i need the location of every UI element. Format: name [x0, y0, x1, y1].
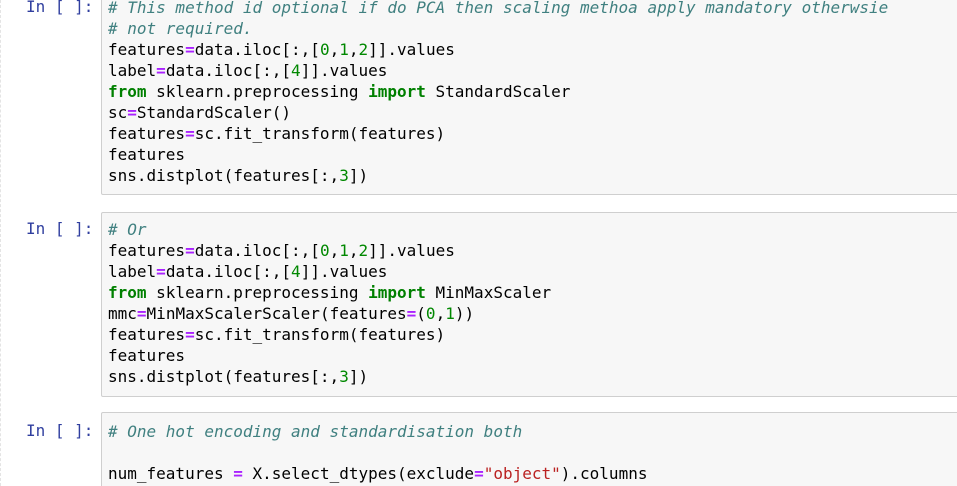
- code-line: features: [108, 345, 957, 366]
- code-line: label=data.iloc[:,[4]].values: [108, 60, 957, 81]
- code-token-var: ]): [348, 166, 369, 185]
- code-token-var: data.iloc[:,[: [165, 61, 292, 80]
- code-token-var: sc.fit_transform(features): [194, 124, 446, 143]
- code-line: # not required.: [108, 18, 957, 39]
- code-token-comment: # This method id optional if do PCA then…: [108, 0, 889, 17]
- code-line: [108, 442, 957, 463]
- code-token-var: ,: [348, 241, 359, 260]
- code-token-var: features: [108, 124, 186, 143]
- code-token-var: num_features: [108, 464, 234, 483]
- code-token-num: 2: [358, 241, 369, 260]
- code-token-num: 3: [339, 367, 349, 386]
- code-token-var: ,: [329, 241, 340, 260]
- code-token-var: ]].values: [368, 241, 455, 260]
- code-token-var: data.iloc[:,[: [165, 262, 292, 281]
- code-token-var: sns.distplot(features[:,: [108, 166, 340, 185]
- code-token-var: (: [416, 304, 426, 323]
- code-token-var: label: [108, 262, 157, 281]
- code-token-var: ]): [348, 367, 369, 386]
- code-token-var: features: [108, 40, 186, 59]
- code-token-var: ).columns: [560, 464, 648, 483]
- code-token-op: =: [127, 103, 137, 122]
- code-line: label=data.iloc[:,[4]].values: [108, 261, 957, 282]
- code-token-var: data.iloc[:,[: [194, 40, 320, 59]
- code-editor[interactable]: # This method id optional if do PCA then…: [101, 0, 957, 195]
- code-token-comment: # not required.: [108, 19, 253, 38]
- code-token-var: label: [108, 61, 157, 80]
- code-line: sns.distplot(features[:,3]): [108, 366, 957, 387]
- code-token-var: MinMaxScalerScaler(features: [146, 304, 407, 323]
- code-token-var: MinMaxScaler: [425, 283, 552, 302]
- code-token-num: 1: [339, 40, 349, 59]
- code-token-num: 3: [339, 166, 349, 185]
- code-token-op: =: [156, 61, 166, 80]
- code-line: features=sc.fit_transform(features): [108, 324, 957, 345]
- code-line: features=data.iloc[:,[0,1,2]].values: [108, 240, 957, 261]
- code-token-str: "object": [483, 464, 561, 483]
- code-token-var: ]].values: [300, 61, 388, 80]
- code-token-var: X.select_dtypes(exclude: [242, 464, 475, 483]
- code-editor[interactable]: # One hot encoding and standardisation b…: [101, 412, 957, 486]
- code-line: # Or: [108, 219, 957, 240]
- code-token-var: ,: [329, 40, 340, 59]
- code-token-var: ,: [435, 304, 446, 323]
- code-token-kw: from: [108, 82, 147, 101]
- cell-prompt: In [ ]:: [26, 0, 94, 16]
- code-token-var: sns.distplot(features[:,: [108, 367, 340, 386]
- code-token-var: )): [454, 304, 475, 323]
- code-line: num_features = X.select_dtypes(exclude="…: [108, 463, 957, 484]
- code-token-op: =: [406, 304, 417, 323]
- code-token-num: 4: [291, 262, 301, 281]
- code-token-var: sc.fit_transform(features): [194, 325, 446, 344]
- code-token-var: features: [108, 325, 186, 344]
- code-token-comment: # One hot encoding and standardisation b…: [108, 422, 523, 441]
- code-token-var: StandardScaler: [425, 82, 571, 101]
- code-token-var: StandardScaler(): [136, 103, 292, 122]
- code-token-num: 0: [319, 241, 330, 260]
- code-token-var: features: [108, 145, 186, 164]
- code-line: sc=StandardScaler(): [108, 102, 957, 123]
- code-line: sns.distplot(features[:,3]): [108, 165, 957, 186]
- code-token-var: ]].values: [368, 40, 455, 59]
- code-token-var: features: [108, 346, 186, 365]
- code-token-kw: from: [108, 283, 147, 302]
- code-token-var: sc: [108, 103, 128, 122]
- code-token-kw: import: [368, 82, 426, 101]
- code-line: from sklearn.preprocessing import MinMax…: [108, 282, 957, 303]
- code-token-num: 1: [445, 304, 455, 323]
- code-line: mmc=MinMaxScalerScaler(features=(0,1)): [108, 303, 957, 324]
- code-token-num: 0: [319, 40, 330, 59]
- code-line: features=sc.fit_transform(features): [108, 123, 957, 144]
- code-line: # This method id optional if do PCA then…: [108, 0, 957, 18]
- notebook-gutter-line: [0, 0, 2, 486]
- cell-prompt: In [ ]:: [26, 219, 94, 238]
- code-token-var: ]].values: [300, 262, 388, 281]
- cell-prompt: In [ ]:: [26, 421, 94, 440]
- code-token-num: 4: [291, 61, 301, 80]
- code-token-var: data.iloc[:,[: [194, 241, 320, 260]
- code-token-comment: # Or: [108, 220, 147, 239]
- code-token-var: sklearn.preprocessing: [146, 82, 369, 101]
- code-line: # One hot encoding and standardisation b…: [108, 421, 957, 442]
- code-token-op: =: [474, 464, 484, 483]
- code-token-num: 2: [358, 40, 369, 59]
- code-token-kw: import: [368, 283, 426, 302]
- code-token-op: =: [156, 262, 166, 281]
- code-token-var: features: [108, 241, 186, 260]
- code-token-op: =: [185, 40, 195, 59]
- code-token-var: mmc: [108, 304, 137, 323]
- code-token-op: =: [185, 241, 195, 260]
- code-token-op: =: [233, 464, 243, 483]
- code-token-num: 0: [425, 304, 436, 323]
- code-line: from sklearn.preprocessing import Standa…: [108, 81, 957, 102]
- code-line: features=data.iloc[:,[0,1,2]].values: [108, 39, 957, 60]
- code-token-op: =: [185, 325, 195, 344]
- code-token-op: =: [136, 304, 147, 323]
- code-token-num: 1: [339, 241, 349, 260]
- code-token-op: =: [185, 124, 195, 143]
- code-token-var: sklearn.preprocessing: [146, 283, 369, 302]
- code-line: features: [108, 144, 957, 165]
- code-token-var: ,: [348, 40, 359, 59]
